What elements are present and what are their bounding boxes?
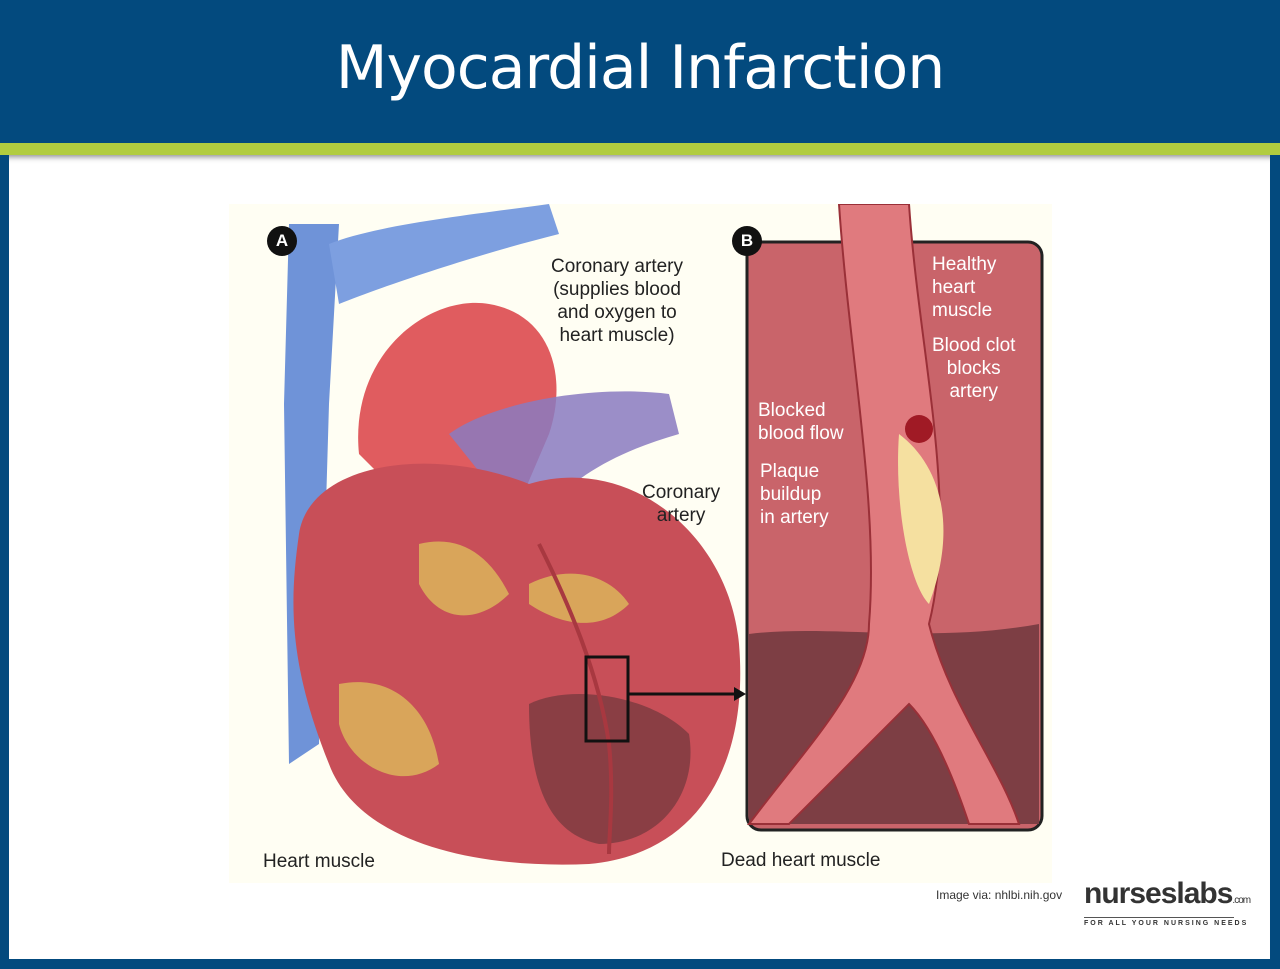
fat-deposits xyxy=(339,541,629,777)
header-bar: Myocardial Infarction xyxy=(0,0,1280,143)
image-credit: Image via: nhlbi.nih.gov xyxy=(936,888,1063,902)
label-dead-heart-muscle: Dead heart muscle xyxy=(721,850,881,871)
pulmonary-vein xyxy=(329,204,559,304)
plaque xyxy=(898,434,944,604)
coronary-artery-vessel xyxy=(537,543,614,855)
label-blocked-flow: Blocked blood flow xyxy=(758,400,844,444)
nurseslabs-logo: nurseslabs.com FOR ALL YOUR NURSING NEED… xyxy=(1084,877,1251,927)
label-blood-clot: Blood clot blocks artery xyxy=(932,335,1016,402)
label-plaque: Plaque buildup in artery xyxy=(760,461,829,528)
label-coronary-artery: Coronary artery xyxy=(642,482,721,526)
page-title: Myocardial Infarction xyxy=(335,32,946,103)
myocardial-infarction-illustration: A B Coronary artery (supplies blood and … xyxy=(229,204,1052,883)
accent-stripe xyxy=(0,143,1280,155)
label-heart-muscle: Heart muscle xyxy=(263,851,375,872)
label-coronary-artery-supply: Coronary artery (supplies blood and oxyg… xyxy=(551,256,683,346)
heart-drawing xyxy=(284,204,1044,865)
badge-a: A xyxy=(267,226,297,256)
zoom-box xyxy=(584,655,630,743)
badge-b: B xyxy=(732,226,762,256)
blood-clot xyxy=(905,415,933,443)
label-healthy-muscle: Healthy heart muscle xyxy=(932,254,997,321)
